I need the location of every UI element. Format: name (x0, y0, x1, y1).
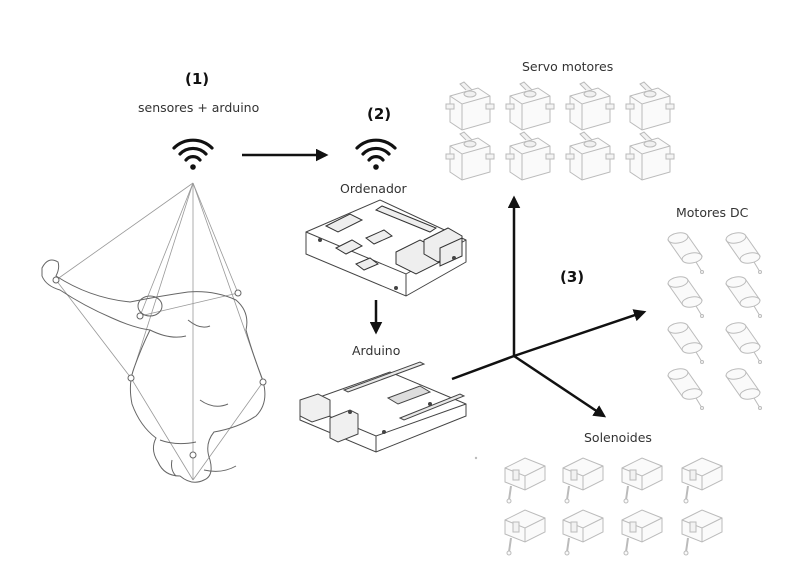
dc-motor-icon (724, 230, 762, 274)
dc-motor-icon (724, 366, 762, 410)
servo-motor-icon (445, 131, 495, 181)
servo-motor-icon (505, 131, 555, 181)
dc-motors-label: Motores DC (676, 205, 749, 220)
servo-motor-icon (445, 81, 495, 131)
solenoid-icon (504, 509, 546, 556)
arduino-label: Arduino (352, 343, 401, 358)
servo-motor-icon (565, 131, 615, 181)
raspberry-pi-board (305, 199, 467, 297)
dc-motors-group (666, 230, 762, 410)
dc-motor-icon (724, 274, 762, 318)
solenoids-group (504, 457, 723, 556)
solenoid-icon (681, 509, 723, 556)
step-1-caption: sensores + arduino (138, 100, 260, 115)
dc-motor-icon (666, 366, 704, 410)
axis-arrow-dc (513, 309, 647, 358)
step-2-caption: Ordenador (340, 181, 407, 196)
servo-motor-icon (565, 81, 615, 131)
dc-motor-icon (724, 320, 762, 364)
step-2-number: (2) (367, 105, 392, 123)
dc-motor-icon (666, 320, 704, 364)
solenoid-icon (504, 457, 546, 504)
step-3-number: (3) (560, 268, 585, 286)
servo-motor-icon (625, 81, 675, 131)
axis-arrow-solenoid (513, 354, 607, 418)
servo-motor-icon (505, 81, 555, 131)
wifi-icon (355, 138, 397, 172)
solenoid-icon (621, 509, 663, 556)
solenoid-icon (621, 457, 663, 504)
solenoid-icon (681, 457, 723, 504)
step-1-number: (1) (185, 70, 210, 88)
arrow-arduino-to-hub (451, 354, 515, 381)
solenoids-label: Solenoides (584, 430, 652, 445)
solenoid-icon (562, 509, 604, 556)
dc-motor-icon (666, 230, 704, 274)
arduino-board (299, 361, 467, 453)
solenoid-icon (562, 457, 604, 504)
servo-motor-icon (625, 131, 675, 181)
wifi-icon (172, 138, 214, 172)
servo-motors-group (445, 81, 675, 181)
dc-motor-icon (666, 274, 704, 318)
dancer-figure (41, 182, 267, 483)
servo-motors-label: Servo motores (522, 59, 614, 74)
